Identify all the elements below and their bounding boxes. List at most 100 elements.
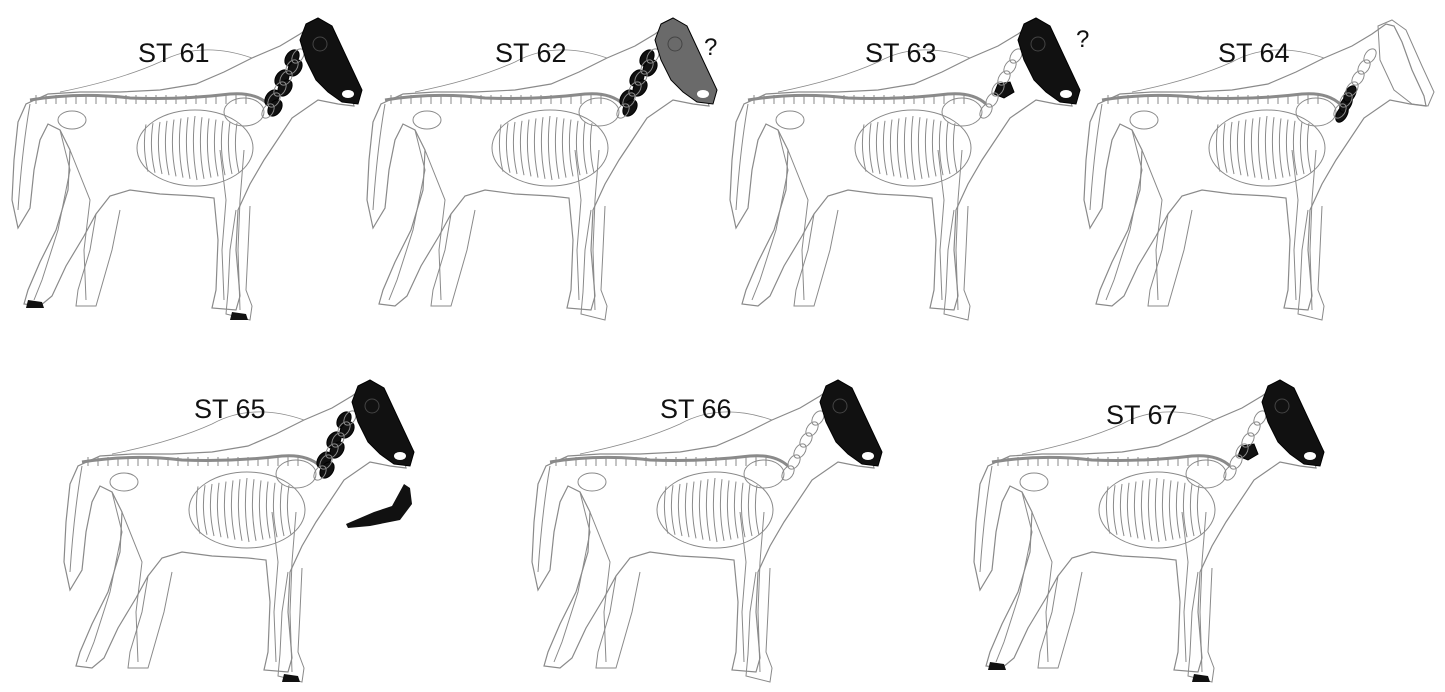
specimen-label-st62: ST 62 — [495, 38, 567, 69]
horse-p62-ribs-rib — [506, 123, 510, 173]
horse-p61-legs-front-a — [220, 150, 226, 300]
horse-p63-ribs-rib — [876, 122, 880, 174]
horse-p61-legs-pelvis — [58, 111, 86, 129]
horse-p65-ribs — [189, 472, 305, 548]
horse-p66-skull — [820, 380, 882, 466]
horse-p65-mandible — [346, 484, 412, 528]
horse-p61-legs-front-b — [238, 150, 244, 310]
horse-p62-legs-front-b — [593, 150, 599, 310]
horse-p63-skull-cranium — [1018, 18, 1080, 104]
horse-p64-ribs-rib — [1251, 118, 1255, 177]
horse-p65-ribs-rib — [252, 479, 256, 541]
horse-p63-ribs-rib — [883, 121, 887, 175]
horse-p67-skull-cranium — [1262, 380, 1324, 466]
horse-p64-ribs-rib — [1286, 120, 1290, 177]
horse-p66-ribs-rib — [685, 483, 689, 537]
horse-p62-ribs — [492, 110, 608, 186]
horse-p67-legs-pelvis — [1020, 473, 1048, 491]
horse-p66-ribs-rib — [727, 480, 731, 539]
horse-p65-ribs-rib — [287, 485, 291, 535]
horse-p64-neck-outline — [1331, 47, 1378, 121]
horse-p67-ribs-rib — [1134, 482, 1138, 539]
horse-p67-ribs-rib — [1113, 485, 1117, 535]
horse-p61-ribs-rib — [193, 116, 197, 180]
horse-p64-legs-pelvis — [1130, 111, 1158, 129]
horse-p66-legs-hind-a — [554, 492, 590, 662]
horse-p61-ribs-rib — [179, 118, 183, 177]
horse-p63-ribs — [855, 110, 971, 186]
horse-p67-ribs-rib — [1197, 485, 1201, 535]
horse-p61-legs-hind-a — [34, 130, 70, 300]
horse-p62-legs-scapula — [579, 98, 619, 126]
uncertain-mark-st62: ? — [704, 34, 717, 62]
horse-p67-spine — [980, 456, 1230, 572]
horse-p63-legs-hind-b — [788, 150, 808, 300]
horse-p66-legs-front-b — [758, 512, 764, 672]
horse-p67-ribs-rib — [1155, 478, 1159, 542]
horse-p62-legs-front-a — [575, 150, 581, 300]
horse-p64-ribs-rib — [1258, 117, 1262, 179]
horse-p61-spine-tail — [18, 104, 30, 210]
horse-p62-ribs-rib — [583, 122, 587, 174]
horse-p65-ribs-rib — [210, 484, 214, 536]
panel-st67: ST 67 — [962, 362, 1332, 677]
horse-p66-skull-cranium — [820, 380, 882, 466]
horse-p67-skull-nasal-gap — [1304, 452, 1316, 460]
horse-p66-hind-outline — [596, 572, 640, 668]
horse-p65-legs-front-b — [290, 512, 296, 672]
horse-p61-ribs-rib — [235, 123, 239, 173]
horse-p65-ribs-rib — [196, 486, 200, 533]
horse-p63-ribs-rib — [904, 117, 908, 179]
horse-p66-ribs-rib — [713, 478, 717, 542]
horse-p63-ribs-rib — [862, 124, 866, 171]
horse-p64-spine — [1090, 94, 1340, 210]
horse-p67-ribs-rib — [1162, 479, 1166, 541]
horse-p65-ribs-rib — [259, 480, 263, 539]
horse-p63-legs-pelvis — [776, 111, 804, 129]
horse-p66-ribs-rib — [692, 482, 696, 539]
horse-p67-skull — [1262, 380, 1324, 466]
horse-p63-legs-scapula — [942, 98, 982, 126]
horse-p61-ribs-rib — [158, 122, 162, 174]
horse-p63-ribs-rib — [869, 123, 873, 173]
panel-st64: ST 64 — [1072, 0, 1442, 330]
horse-p65-spine-tail — [70, 466, 82, 572]
horse-p62-legs-hind-b — [425, 150, 445, 300]
horse-p64-head-outline — [1378, 20, 1434, 106]
horse-p61-ribs-rib — [151, 123, 155, 173]
horse-p67-ribs — [1099, 472, 1215, 548]
horse-p65-body-outline — [64, 386, 406, 672]
horse-p66-ribs-rib — [755, 485, 759, 535]
horse-p64-legs-front-a — [1292, 150, 1298, 300]
horse-p63-ribs-rib — [932, 120, 936, 177]
horse-p63-spine-tail — [736, 104, 748, 210]
horse-p65-ribs-rib — [280, 484, 284, 536]
horse-p66-skull-nasal-gap — [862, 452, 874, 460]
horse-p67-legs-hind-b — [1032, 512, 1052, 662]
horse-p65-ribs-rib — [266, 482, 270, 539]
panel-st66: ST 66 — [520, 362, 890, 677]
horse-p65-skull — [352, 380, 414, 466]
horse-p65-ribs-rib — [203, 485, 207, 535]
horse-p62-legs-pelvis — [413, 111, 441, 129]
horse-p61-ribs-rib — [200, 117, 204, 179]
horse-p62-ribs-rib — [548, 116, 552, 180]
panel-st63: ST 63 ? — [718, 0, 1088, 330]
horse-p61-ribs-rib — [186, 117, 190, 179]
horse-p63-ribs-rib — [918, 117, 922, 179]
horse-p61-legs-scapula — [224, 98, 264, 126]
specimen-label-st65: ST 65 — [194, 394, 266, 425]
horse-p64-ribs-rib — [1230, 122, 1234, 174]
horse-p62-skull-nasal-gap — [697, 90, 709, 98]
horse-p61-ribs-rib — [207, 118, 211, 177]
horse-p67-ribs-rib — [1141, 480, 1145, 539]
horse-p64-ribs-rib — [1272, 117, 1276, 179]
horse-p64-ribs-rib — [1244, 120, 1248, 177]
horse-p62-spine-tail — [373, 104, 385, 210]
horse-p66-legs-hind-b — [590, 512, 610, 662]
horse-p62-hind-outline — [431, 210, 475, 306]
horse-p62-spine — [373, 94, 623, 210]
horse-p65-skull-cranium — [352, 380, 414, 466]
horse-p63-legs-front-a — [938, 150, 944, 300]
horse-p62-legs-hind-a — [389, 130, 425, 300]
